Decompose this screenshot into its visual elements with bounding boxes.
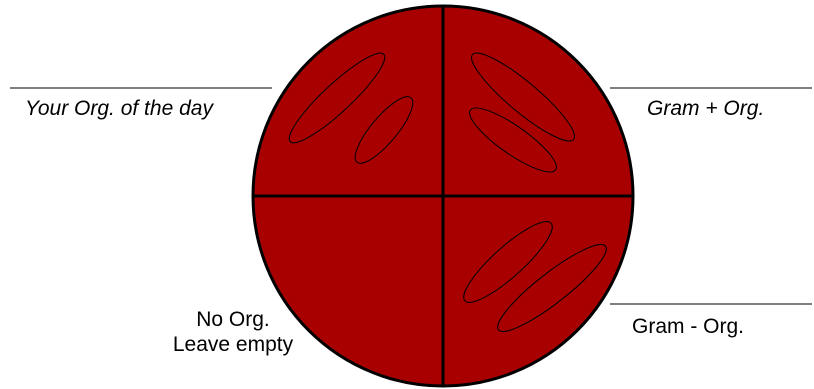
label-gram-positive-org: Gram + Org. [647, 96, 764, 121]
label-gram-negative-org: Gram - Org. [632, 314, 744, 339]
label-no-org-line2: Leave empty [158, 332, 308, 357]
label-no-org: No Org. Leave empty [158, 307, 308, 357]
label-no-org-line1: No Org. [158, 307, 308, 332]
label-your-org-of-the-day: Your Org. of the day [25, 96, 213, 121]
